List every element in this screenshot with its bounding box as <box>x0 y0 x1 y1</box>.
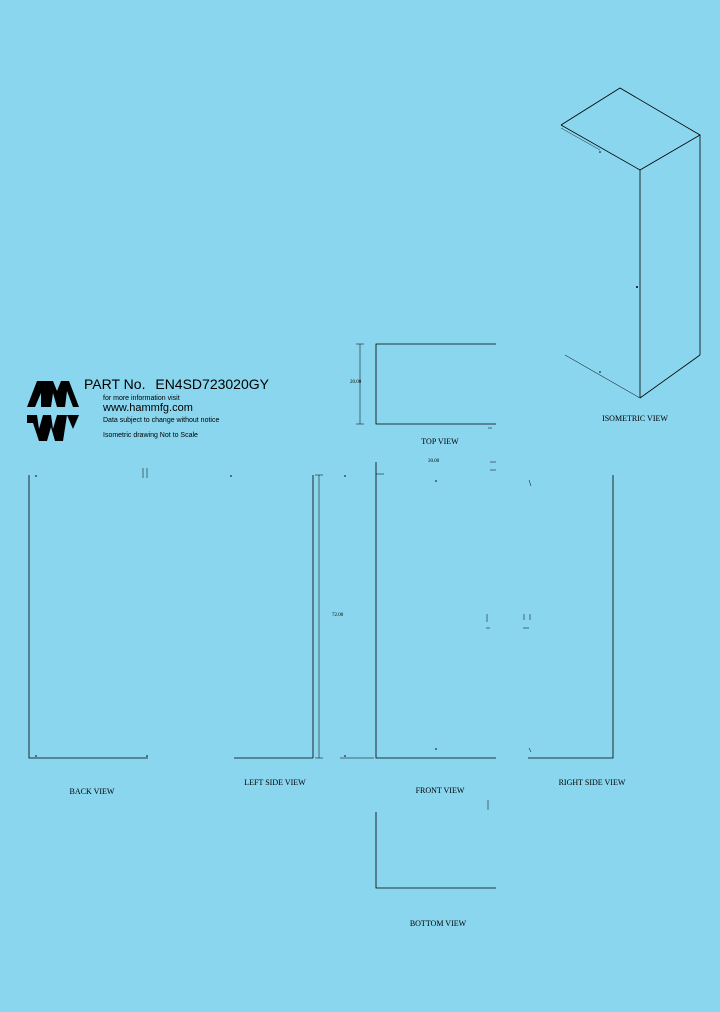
back-view-outline <box>28 468 314 759</box>
info-line: for more information visit <box>103 395 180 402</box>
change-notice: Data subject to change without notice <box>103 417 220 424</box>
width-dimension-label: 30.00 <box>428 459 440 464</box>
part-number: EN4SD723020GY <box>155 376 269 392</box>
scale-note: Isometric drawing Not to Scale <box>103 432 198 439</box>
right-side-view-outline <box>523 475 614 759</box>
top-view-label: TOP VIEW <box>421 437 459 446</box>
bottom-view-label: BOTTOM VIEW <box>409 919 467 928</box>
left-side-view-label: LEFT SIDE VIEW <box>244 778 306 787</box>
isometric-enclosure <box>560 87 701 399</box>
top-view-outline <box>356 343 496 429</box>
bottom-view-outline <box>375 800 496 889</box>
height-dimension-label: 72.00 <box>332 613 344 618</box>
back-view-label: BACK VIEW <box>69 787 115 796</box>
right-side-view-label: RIGHT SIDE VIEW <box>558 778 626 787</box>
website-link[interactable]: www.hammfg.com <box>103 402 193 414</box>
depth-dimension-label: 20.00 <box>350 380 362 385</box>
front-view-outline <box>375 461 496 759</box>
part-number-title: PART No. EN4SD723020GY <box>84 376 269 392</box>
height-dimension <box>315 474 374 759</box>
hammond-logo <box>27 381 79 441</box>
part-label: PART No. <box>84 376 146 392</box>
front-view-label: FRONT VIEW <box>415 786 465 795</box>
isometric-view-label: ISOMETRIC VIEW <box>602 414 668 423</box>
